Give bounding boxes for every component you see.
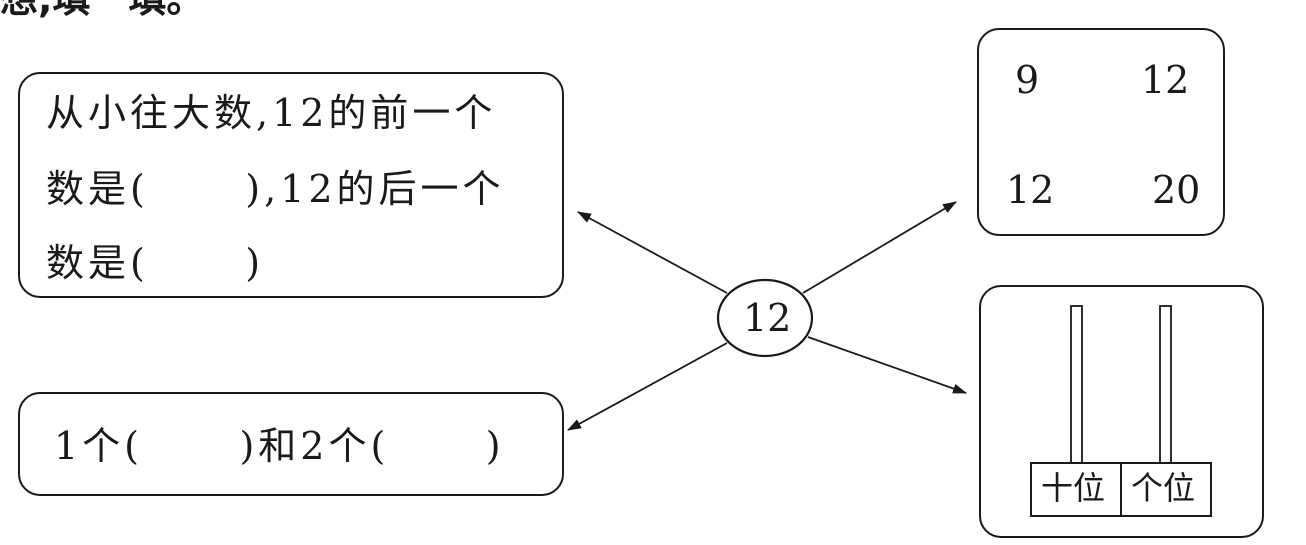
compare-row2-right: 20 [1152, 168, 1201, 212]
arrow-to-composition-box [567, 342, 728, 431]
arrow-to-abacus-box [807, 336, 967, 394]
arrow-to-sequence-box [577, 211, 728, 294]
compare-box [977, 28, 1225, 236]
arrow-to-compare-box [802, 201, 957, 294]
center-number: 12 [743, 296, 792, 340]
abacus-box [979, 285, 1264, 538]
sequence-line-3: 数是( ) [46, 241, 265, 285]
compare-row1-right: 12 [1141, 58, 1190, 102]
sequence-line-1: 从小往大数,12的前一个 [46, 91, 497, 135]
abacus-ones-label: 个位 [1131, 469, 1196, 507]
sequence-line-2: 数是( ),12的后一个 [46, 167, 505, 211]
abacus-tens-label: 十位 [1041, 469, 1106, 507]
composition-text: 1个( )和2个( ) [54, 424, 505, 468]
sequence-box [18, 72, 564, 298]
compare-row1-left: 9 [1015, 58, 1040, 102]
center-ellipse [716, 278, 814, 358]
composition-box [18, 392, 564, 496]
compare-row2-left: 12 [1006, 168, 1055, 212]
header-partial-text: 想,填一填。 [0, 0, 204, 18]
